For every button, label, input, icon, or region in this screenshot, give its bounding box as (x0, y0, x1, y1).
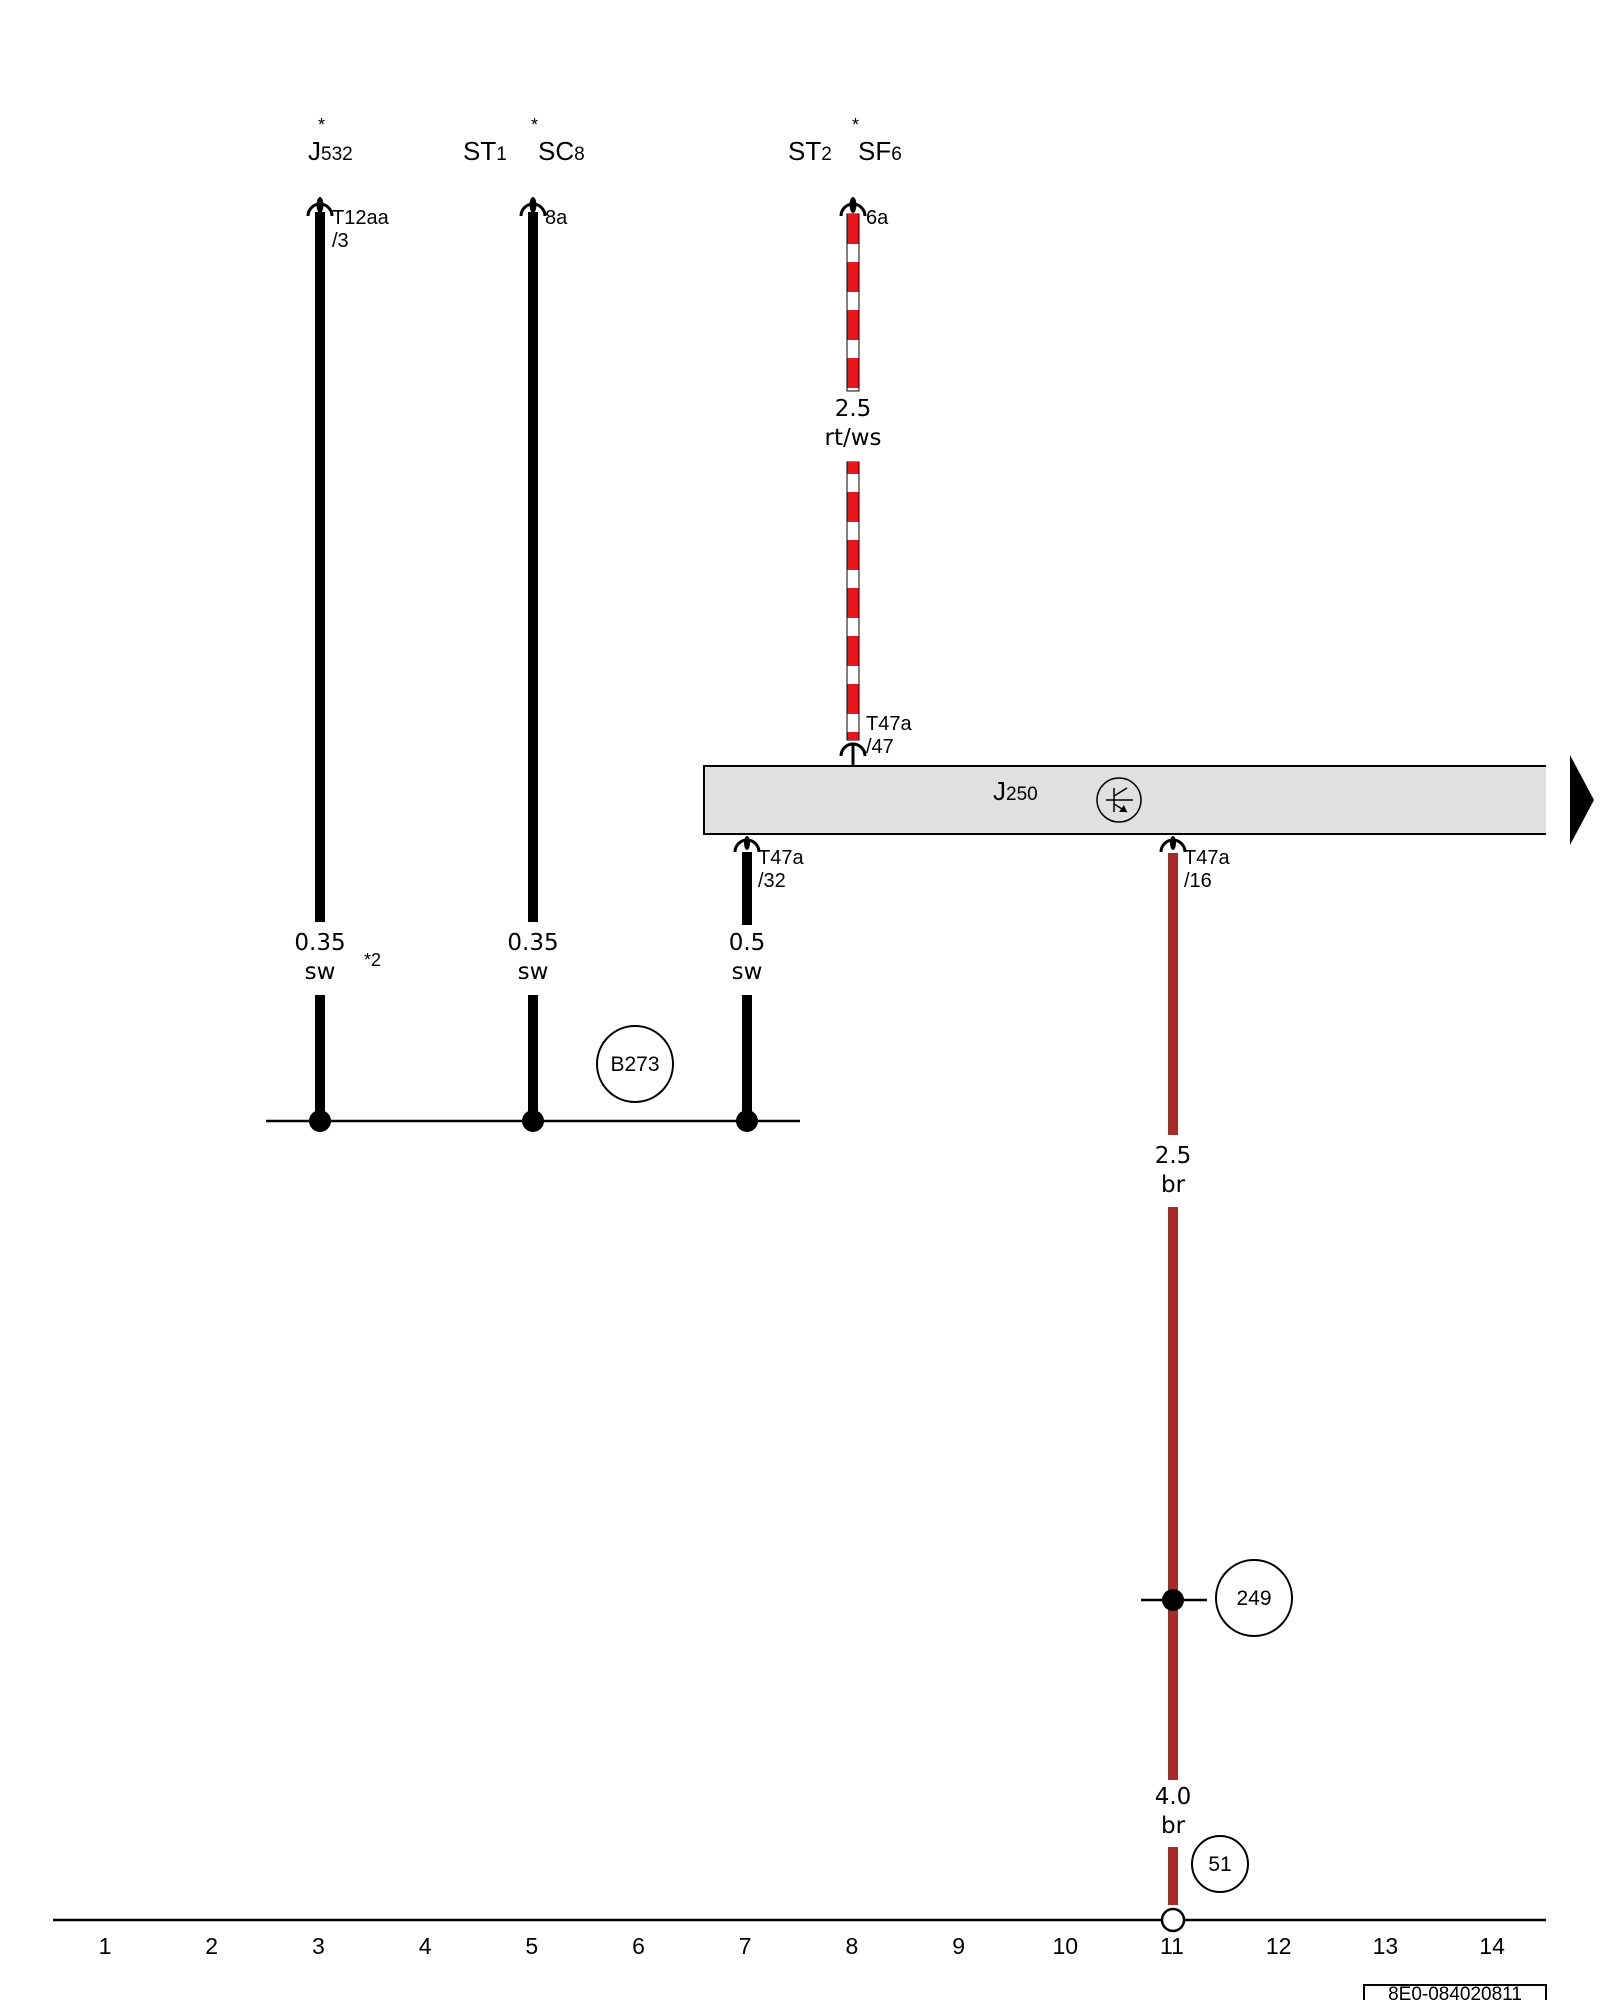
wire-sf6: 6a 2.5 rt/ws T47a /47 (824, 197, 912, 765)
wire-t47a-16: T47a /16 2.5 br 249 4.0 br 51 (1141, 836, 1293, 1905)
st1-label: ST1 (463, 136, 507, 166)
column-number: 11 (1160, 1933, 1184, 1959)
pin-label-32: /32 (758, 870, 786, 892)
connector-pin-icon (849, 197, 857, 213)
connector-pin-icon (1170, 836, 1176, 850)
column-number: 2 (205, 1933, 218, 1959)
splice-dot (1162, 1589, 1184, 1611)
pin-label-3: /3 (332, 230, 349, 252)
component-st2: ST2 (788, 136, 832, 166)
wire-size: 0.35 (507, 930, 558, 956)
control-unit-j250: J250 (703, 755, 1594, 845)
junction-dot (309, 1110, 331, 1132)
wire-color: br (1161, 1172, 1186, 1198)
wire-size: 4.0 (1155, 1784, 1192, 1810)
pin-label-t12aa: T12aa (332, 207, 390, 229)
wire-size: 2.5 (835, 396, 872, 422)
column-number: 12 (1266, 1933, 1292, 1959)
column-number: 1 (99, 1933, 112, 1959)
continuation-arrow-icon (1570, 755, 1594, 845)
sc8-label: SC8 (538, 136, 585, 166)
wire-j532: T12aa /3 0.35 sw *2 (294, 197, 390, 1120)
wire-size: 0.35 (294, 930, 345, 956)
pin-label-t47a: T47a (866, 713, 912, 735)
pin-label-47: /47 (866, 736, 894, 758)
pin-label-t47a: T47a (758, 847, 804, 869)
wire-sc8: 8a 0.35 sw (507, 197, 568, 1120)
column-number: 5 (525, 1933, 538, 1959)
column-number: 10 (1053, 1933, 1079, 1959)
wire-color: rt/ws (824, 425, 881, 451)
reference-label: 249 (1236, 1587, 1271, 1610)
wire-size: 0.5 (729, 930, 766, 956)
column-number: 14 (1479, 1933, 1505, 1959)
column-number: 3 (312, 1933, 325, 1959)
reference-circle (1215, 1559, 1293, 1637)
sf6-label: SF6 (858, 136, 902, 166)
doc-number-box (1363, 1984, 1547, 2000)
column-number: 9 (952, 1933, 965, 1959)
j532-star: * (318, 115, 325, 135)
column-number: 7 (739, 1933, 752, 1959)
wire-color: sw (305, 959, 336, 985)
component-sf6: * SF6 (852, 115, 902, 166)
document-number: 8E0-084020811 (1363, 1984, 1547, 2000)
reference-circle (596, 1025, 674, 1103)
component-sc8: * SC8 (531, 115, 585, 166)
ground-bus-bottom (53, 1907, 1546, 1933)
junction-dot (522, 1110, 544, 1132)
column-number: 13 (1373, 1933, 1399, 1959)
wire-color: sw (518, 959, 549, 985)
pin-label-16: /16 (1184, 870, 1212, 892)
electronic-module-icon (1096, 777, 1142, 823)
wire-size: 2.5 (1155, 1143, 1192, 1169)
j250-label: J250 (993, 776, 1038, 806)
wire-color: br (1161, 1813, 1186, 1839)
column-number: 4 (419, 1933, 432, 1959)
connector-pin-icon (744, 836, 750, 850)
j532-label: J532 (308, 136, 353, 166)
wire-note: *2 (364, 950, 381, 970)
component-st1: ST1 (463, 136, 507, 166)
reference-label: 51 (1208, 1853, 1231, 1876)
ground-connection-b273: B273 (266, 1025, 800, 1132)
column-number: 6 (632, 1933, 645, 1959)
ground-point-icon (1160, 1907, 1186, 1933)
junction-dot (736, 1110, 758, 1132)
doc-number-text: 8E0-084020811 (1388, 1984, 1522, 2000)
connector-pin-icon (316, 197, 324, 213)
sf6-star: * (852, 115, 859, 135)
st2-label: ST2 (788, 136, 832, 166)
wire-t47a-32: T47a /32 0.5 sw (729, 836, 804, 1120)
pin-label-t47a: T47a (1184, 847, 1230, 869)
wire-color: sw (732, 959, 763, 985)
pin-label-8a: 8a (545, 207, 568, 229)
reference-circle (1191, 1835, 1249, 1893)
component-j532: * J532 (308, 115, 353, 166)
column-number: 8 (846, 1933, 859, 1959)
connector-pin-icon (529, 197, 537, 213)
sc8-star: * (531, 115, 538, 135)
pin-label-6a: 6a (866, 207, 889, 229)
reference-label: B273 (610, 1053, 659, 1076)
